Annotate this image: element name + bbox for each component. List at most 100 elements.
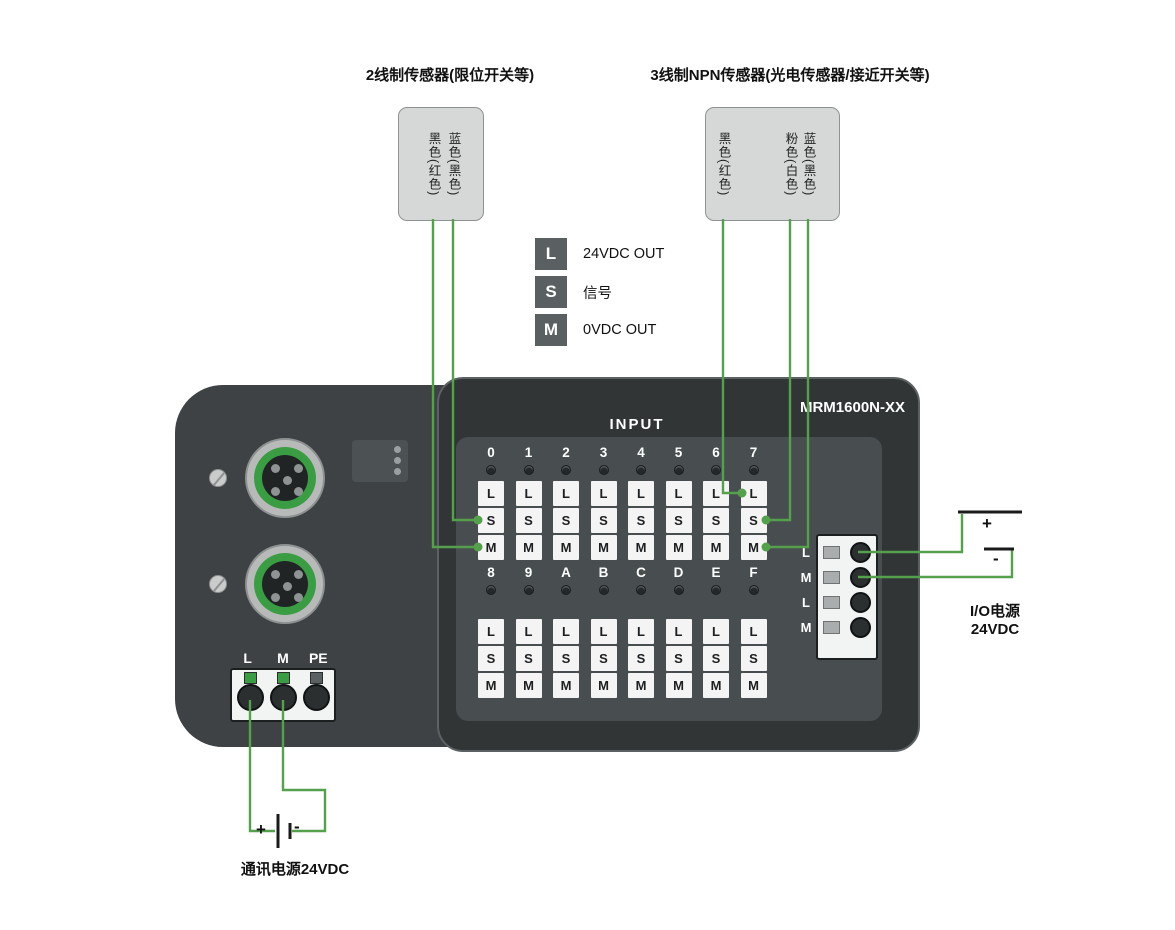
channel-number: 8 [487,565,495,580]
connector-pin [271,464,280,473]
terminal-hole [236,683,264,711]
terminal-row [818,615,876,640]
legend-desc: 0VDC OUT [583,322,657,338]
power-terminal-label: L [243,650,252,666]
io-battery-minus: - [993,549,999,568]
comm-battery-minus: - [294,817,300,836]
terminal-cell-M: M [590,673,617,698]
channel-led [561,465,571,475]
terminal-hole [302,683,330,711]
channel-led [636,585,646,595]
indicator-dot [394,457,401,464]
terminal-cell-L: L [703,619,729,644]
legend-key-L: L [535,238,567,270]
wire-color-label: 蓝色(黑色) [446,131,461,197]
channel-number: F [749,565,758,580]
channel-number: C [636,565,646,580]
channel-led [561,585,571,595]
sensor2-wire-box: 黑色(红色) 蓝色(黑色) [398,107,484,221]
wire-clamp [823,621,840,634]
legend-row: S 信号 [535,276,664,308]
channel-number: 7 [749,445,758,460]
terminal-hole [850,542,871,563]
channel-led [711,585,721,595]
terminal-cell-S: S [478,646,504,671]
connector-pin [294,487,303,496]
m12-connector-top [245,438,325,518]
channel-led [486,585,496,595]
terminal-cell-L: L [515,619,542,644]
wire-clamp [276,672,290,684]
model-label: MRM1600N-XX [799,399,905,416]
wire-clamp [243,672,257,684]
screw-slot [211,576,226,592]
terminal-cell-L: L [740,619,767,644]
terminal-cell-L: L [478,619,504,644]
terminal-cell-L: L [740,481,767,506]
wire-clamp [823,596,840,609]
terminal-cell-S: S [553,508,579,533]
sensor3-title: 3线制NPN传感器(光电传感器/接近开关等) [650,67,930,84]
terminal-cell-L: L [665,481,692,506]
channel-led [673,585,684,595]
terminal-cell-M: M [553,673,579,698]
wire-color-label: 黑色(红色) [716,131,731,197]
terminal-cell-L: L [515,481,542,506]
channel-number: 4 [637,445,645,460]
wire-color-label: 粉色(白色) [783,131,798,197]
io-terminal-labels: L M L M [798,540,814,640]
io-battery-plus: + [982,514,992,533]
channel-number: 2 [562,445,570,460]
terminal-row [818,540,876,565]
terminal-hole [850,592,871,613]
terminal-cell-S: S [665,508,692,533]
input-section-label: INPUT [609,416,665,433]
m12-connector-bottom [245,544,325,624]
channel-led [523,585,534,595]
wire-clamp [823,546,840,559]
terminal-cell-S: S [703,646,729,671]
channel-led [711,465,721,475]
sensor2-title: 2线制传感器(限位开关等) [365,67,535,84]
channel-led [598,585,609,595]
channel-led [748,465,759,475]
channel-number: 0 [487,445,495,460]
terminal-cell-S: S [515,646,542,671]
io-terminal-label: M [800,570,812,585]
channel-led [523,465,534,475]
sensor3-wire-box: 黑色(红色) 粉色(白色) 蓝色(黑色) [705,107,840,221]
terminal-cell-L: L [553,619,579,644]
terminal-cell-M: M [665,673,692,698]
terminal-cell-S: S [628,646,654,671]
terminal-cell-M: M [740,673,767,698]
terminal-hole [269,683,297,711]
wire-color-label: 黑色(红色) [426,131,441,197]
channel-led [598,465,609,475]
channel-led [748,585,759,595]
connector-socket [262,561,308,607]
io-terminal-label: L [802,595,810,610]
wire-label-column: 黑色(红色) [425,116,443,212]
wire-label-column: 粉色(白色) [782,116,800,212]
terminal-cell-L: L [590,481,617,506]
io-terminal-label: M [800,620,812,635]
